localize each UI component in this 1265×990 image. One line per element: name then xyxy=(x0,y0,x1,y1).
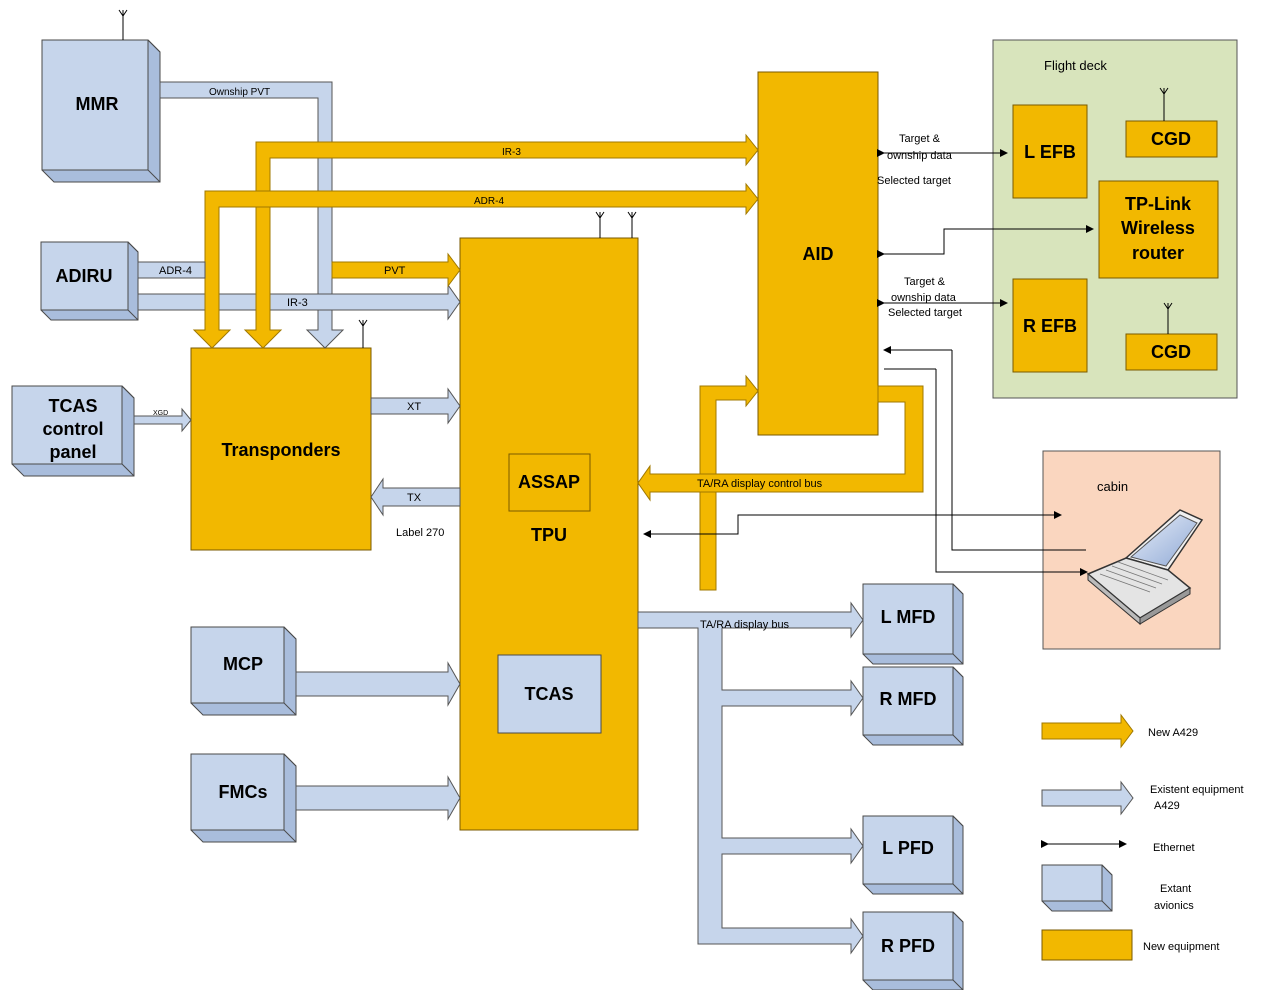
cabin-title: cabin xyxy=(1097,479,1128,494)
router-line1: TP-Link xyxy=(1125,194,1192,214)
ir3-top-label: IR-3 xyxy=(502,147,521,158)
tpu-label: TPU xyxy=(531,525,567,545)
l-pfd-box: L PFD xyxy=(863,816,963,894)
r-mfd-box: R MFD xyxy=(863,667,963,745)
tcas-panel-line1: TCAS xyxy=(49,396,98,416)
tara-display-label: TA/RA display bus xyxy=(700,619,790,631)
router-line2: Wireless xyxy=(1121,218,1195,238)
assap-label: ASSAP xyxy=(518,472,580,492)
selected-top-label: Selected target xyxy=(877,175,951,187)
mmr-box: MMR xyxy=(42,40,160,182)
mcp-box: MCP xyxy=(191,627,296,715)
r-efb-label: R EFB xyxy=(1023,316,1077,336)
adiru-label: ADIRU xyxy=(56,266,113,286)
adr4-left-label: ADR-4 xyxy=(159,265,192,277)
adiru-box: ADIRU xyxy=(41,242,138,320)
tara-control-label: TA/RA display control bus xyxy=(697,478,823,490)
l-mfd-label: L MFD xyxy=(881,607,936,627)
antenna-icon xyxy=(628,212,636,238)
mmr-label: MMR xyxy=(76,94,119,114)
r-pfd-box: R PFD xyxy=(863,912,963,990)
cgd-top-label: CGD xyxy=(1151,129,1191,149)
legend-extant-box xyxy=(1042,865,1112,911)
fmcs-bus xyxy=(296,777,460,819)
l-mfd-box: L MFD xyxy=(863,584,963,664)
cgd-bottom-label: CGD xyxy=(1151,342,1191,362)
legend-new-equipment-box xyxy=(1042,930,1132,960)
target-bottom-line2: ownship data xyxy=(891,292,957,304)
mcp-label: MCP xyxy=(223,654,263,674)
l-pfd-label: L PFD xyxy=(882,838,934,858)
flight-deck-title: Flight deck xyxy=(1044,58,1107,73)
ir3-left-label: IR-3 xyxy=(287,297,308,309)
antenna-icon xyxy=(119,10,127,40)
fmcs-box: FMCs xyxy=(191,754,296,842)
legend-extant-line2: avionics xyxy=(1154,900,1194,912)
target-top-line1: Target & xyxy=(899,133,941,145)
adr4-top-label: ADR-4 xyxy=(474,196,504,207)
legend-new-equipment-label: New equipment xyxy=(1143,941,1219,953)
tcas-panel-line3: panel xyxy=(49,442,96,462)
tcas-label: TCAS xyxy=(525,684,574,704)
legend-new-a429-arrow xyxy=(1042,715,1133,747)
legend-existent-line1: Existent equipment xyxy=(1150,784,1244,796)
xgd-label: XGD xyxy=(153,410,168,417)
router-line3: router xyxy=(1132,243,1184,263)
tcas-control-panel-box: TCAS control panel xyxy=(12,386,134,476)
r-mfd-label: R MFD xyxy=(880,689,937,709)
tcas-panel-line2: control xyxy=(43,419,104,439)
legend: New A429 Existent equipment A429 Etherne… xyxy=(1042,715,1244,960)
legend-existent-line2: A429 xyxy=(1154,800,1180,812)
legend-new-a429-label: New A429 xyxy=(1148,727,1198,739)
legend-ethernet-label: Ethernet xyxy=(1153,842,1195,854)
target-top-line2: ownship data xyxy=(887,150,953,162)
selected-bottom-label: Selected target xyxy=(888,307,962,319)
aid-label: AID xyxy=(803,244,834,264)
legend-extant-line1: Extant xyxy=(1160,883,1191,895)
tx-label: TX xyxy=(407,492,422,504)
transponders-label: Transponders xyxy=(221,440,340,460)
fmcs-label: FMCs xyxy=(219,782,268,802)
pvt-label: PVT xyxy=(384,265,406,277)
label-270: Label 270 xyxy=(396,527,444,539)
antenna-icon xyxy=(359,320,367,348)
legend-existent-arrow xyxy=(1042,782,1133,814)
xt-label: XT xyxy=(407,401,421,413)
l-efb-label: L EFB xyxy=(1024,142,1076,162)
tara-display-bus xyxy=(638,603,863,953)
r-pfd-label: R PFD xyxy=(881,936,935,956)
ownship-pvt-label: Ownship PVT xyxy=(209,87,270,98)
mcp-bus xyxy=(296,663,460,705)
target-bottom-line1: Target & xyxy=(904,276,946,288)
antenna-icon xyxy=(596,212,604,238)
